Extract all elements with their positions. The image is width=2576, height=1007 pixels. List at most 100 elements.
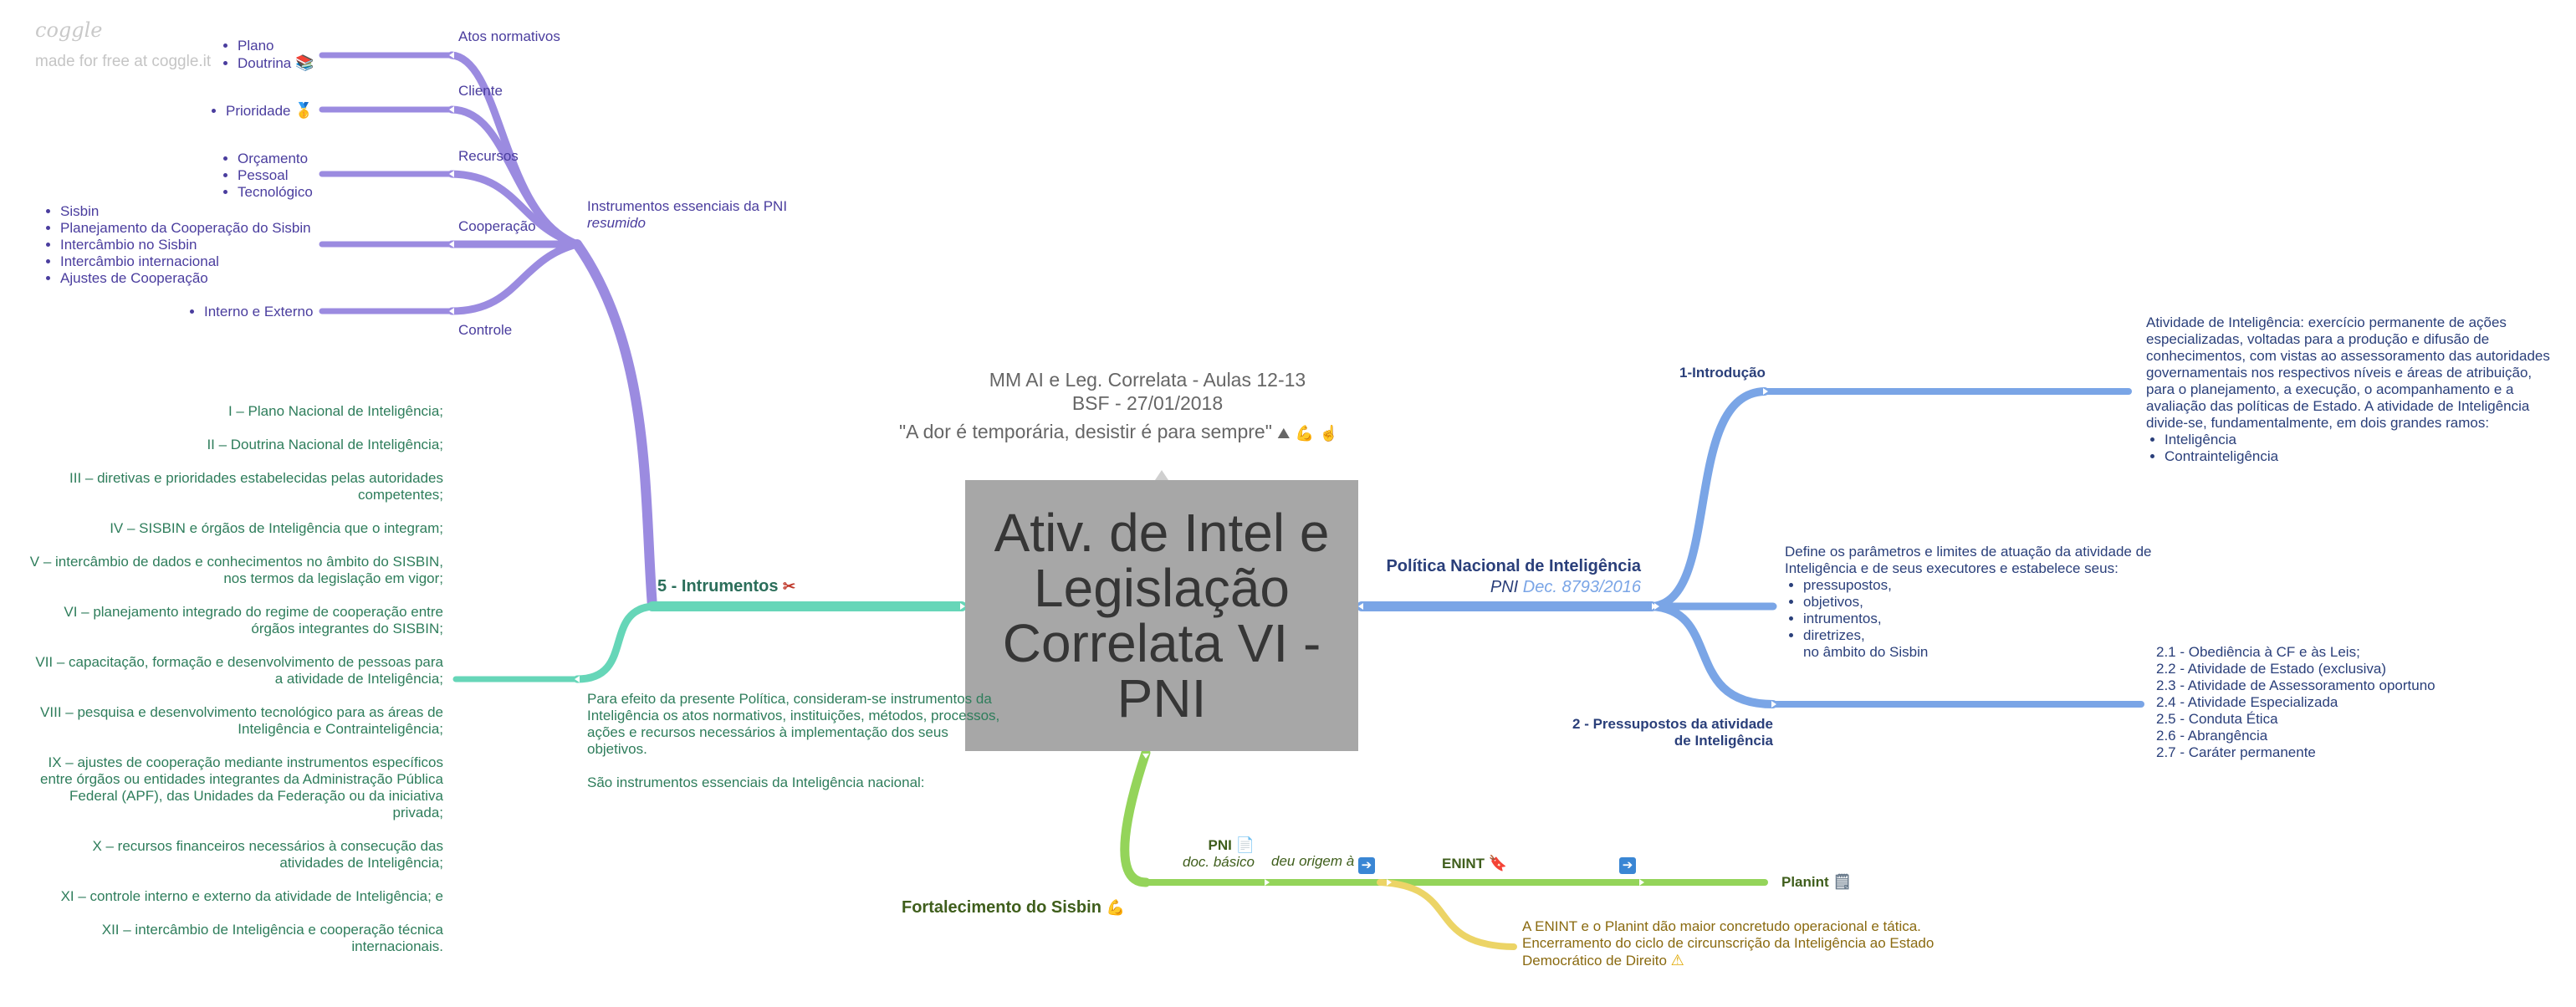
center-node-caret: [1155, 470, 1168, 480]
header-line1: MM AI e Leg. Correlata - Aulas 12-13: [989, 369, 1306, 391]
enint-label: ENINT: [1442, 856, 1485, 872]
list-item: Contrainteligência: [2165, 448, 2561, 465]
edge-pressupostos: [1648, 602, 1777, 708]
list-item: XII – intercâmbio de Inteligência e coop…: [101, 922, 443, 954]
list-item: IX – ajustes de cooperação mediante inst…: [40, 754, 443, 820]
list-item: 2.6 - Abrangência: [2156, 728, 2268, 744]
node-instrumentos-essenciais[interactable]: Instrumentos essenciais da PNI resumido: [587, 198, 787, 232]
list-item: 2.5 - Conduta Ética: [2156, 711, 2278, 727]
para-efeito-text: Para efeito da presente Política, consid…: [587, 691, 1000, 757]
list-item: II – Doutrina Nacional de Inteligência;: [207, 437, 443, 452]
list-item: 2.4 - Atividade Especializada: [2156, 694, 2338, 710]
edge-sisbin: [1120, 748, 1151, 887]
list-item: IV – SISBIN e órgãos de Inteligência que…: [110, 520, 443, 536]
node-para-efeito[interactable]: Para efeito da presente Política, consid…: [587, 691, 1005, 791]
list-item: diretrizes,: [1803, 627, 2186, 644]
list-item: 2.2 - Atividade de Estado (exclusiva): [2156, 661, 2386, 677]
define-text: Define os parâmetros e limites de atuaçã…: [1785, 544, 2152, 576]
pni-doc-label: PNI: [1208, 837, 1232, 853]
notepad-icon: 🗒: [1832, 873, 1853, 890]
list-cliente-items[interactable]: Prioridade 🥇: [207, 102, 314, 120]
list-item: Prioridade 🥇: [226, 102, 314, 120]
list-item: VI – planejamento integrado do regime de…: [64, 604, 443, 636]
node-intrumentos[interactable]: 5 - Intrumentos ✂: [657, 575, 795, 597]
muscle-icon: 💪: [1295, 425, 1315, 442]
node-planint[interactable]: Planint 🗒: [1781, 873, 1852, 891]
list-item: VIII – pesquisa e desenvolvimento tecnol…: [40, 704, 443, 737]
list-item: intrumentos,: [1803, 611, 2186, 627]
header-quote-row: "A dor é temporária, desistir é para sem…: [899, 420, 1338, 445]
list-item: Plano: [238, 38, 314, 54]
list-pressupostos[interactable]: 2.1 - Obediência à CF e às Leis; 2.2 - A…: [2156, 644, 2435, 761]
scissors-icon: ✂: [783, 578, 796, 595]
list-item: Planejamento da Cooperação do Sisbin: [60, 220, 311, 237]
central-topic-title: Ativ. de Intel e Legislação Correlata VI…: [994, 503, 1330, 728]
list-item: 2.1 - Obediência à CF e às Leis;: [2156, 644, 2360, 660]
node-pni-doc[interactable]: PNI 📄 doc. básico: [1171, 836, 1255, 871]
pni-sub-pni: PNI: [1490, 578, 1519, 596]
medal-icon: 🥇: [294, 102, 314, 119]
list-item: XI – controle interno e externo da ativi…: [60, 888, 443, 904]
node-controle[interactable]: Controle: [458, 322, 513, 338]
list-atos-items[interactable]: Plano Doutrina 📚: [219, 38, 314, 72]
list-instrumentos-essenciais[interactable]: I – Plano Nacional de Inteligência; II –…: [25, 403, 443, 955]
pni-title: Política Nacional de Inteligência: [1386, 557, 1641, 575]
list-item: Pessoal: [238, 167, 313, 184]
node-pressupostos[interactable]: 2 - Pressupostos da atividade de Intelig…: [1572, 716, 1773, 749]
list-item: Ajustes de Cooperação: [60, 270, 311, 287]
list-item: Tecnológico: [238, 184, 313, 201]
node-arrow-link[interactable]: ➔: [1619, 853, 1636, 874]
list-item: objetivos,: [1803, 594, 2186, 611]
instrumentos-essenciais-sub: resumido: [587, 215, 646, 231]
node-cliente[interactable]: Cliente: [458, 83, 503, 99]
list-item: I – Plano Nacional de Inteligência;: [227, 403, 443, 419]
edge-recursos: [447, 170, 581, 248]
document-icon: 📄: [1235, 836, 1255, 853]
bookmark-icon: 🔖: [1488, 855, 1508, 872]
coggle-tagline[interactable]: made for free at coggle.it: [35, 53, 212, 70]
list-controle-items[interactable]: Interno e Externo: [186, 304, 313, 320]
node-cooperacao[interactable]: Cooperação: [458, 218, 536, 234]
node-enint-text[interactable]: A ENINT e o Planint dão maior concretudo…: [1522, 918, 1940, 969]
coggle-logo[interactable]: coggle: [35, 18, 103, 42]
hand-icon: ☝: [1319, 425, 1339, 442]
node-deu-origem[interactable]: deu origem à ➔: [1271, 853, 1375, 874]
list-item: pressupostos,: [1803, 577, 2186, 594]
list-item: III – diretivas e prioridades estabeleci…: [69, 470, 443, 503]
define-tail: no âmbito do Sisbin: [1803, 644, 1929, 660]
node-introducao[interactable]: 1-Introdução: [1679, 365, 1766, 381]
enint-text: A ENINT e o Planint dão maior concretudo…: [1522, 918, 1935, 969]
pni-sub-dec: Dec. 8793/2016: [1522, 578, 1641, 596]
list-item: Orçamento: [238, 151, 313, 167]
list-item: Intercâmbio internacional: [60, 253, 311, 270]
node-pni[interactable]: Política Nacional de Inteligência PNI De…: [1330, 555, 1641, 597]
intro-text: Atividade de Inteligência: exercício per…: [2146, 314, 2550, 431]
deu-origem-label: deu origem à: [1271, 853, 1355, 869]
books-icon: 📚: [295, 54, 314, 71]
list-item: Interno e Externo: [204, 304, 313, 320]
node-intro-text[interactable]: Atividade de Inteligência: exercício per…: [2146, 314, 2561, 465]
list-item: Sisbin: [60, 203, 311, 220]
doc-basico-label: doc. básico: [1183, 854, 1255, 870]
edge-instrumentos-essenciais: [572, 239, 657, 611]
list-recursos-items[interactable]: Orçamento Pessoal Tecnológico: [219, 151, 313, 201]
central-topic[interactable]: Ativ. de Intel e Legislação Correlata VI…: [965, 480, 1358, 751]
list-cooperacao-items[interactable]: Sisbin Planejamento da Cooperação do Sis…: [42, 203, 311, 287]
node-atos-normativos[interactable]: Atos normativos: [458, 28, 560, 44]
header-quote: "A dor é temporária, desistir é para sem…: [899, 421, 1272, 442]
edge-introducao: [1648, 387, 1769, 611]
mountain-icon: ⛰: [1277, 425, 1291, 442]
sao-instrumentos-text: São instrumentos essenciais da Inteligên…: [587, 774, 925, 790]
node-fortalecimento-sisbin[interactable]: Fortalecimento do Sisbin 💪: [902, 897, 1125, 918]
node-enint[interactable]: ENINT 🔖: [1442, 855, 1507, 872]
header-line2: BSF - 27/01/2018: [1071, 392, 1224, 414]
node-define[interactable]: Define os parâmetros e limites de atuaçã…: [1785, 544, 2186, 661]
list-item: 2.7 - Caráter permanente: [2156, 744, 2316, 760]
arrow-right-icon: ➔: [1357, 857, 1375, 874]
list-item: V – intercâmbio de dados e conhecimentos…: [29, 554, 443, 586]
planint-label: Planint: [1781, 874, 1829, 890]
list-item: Intercâmbio no Sisbin: [60, 237, 311, 253]
node-recursos[interactable]: Recursos: [458, 148, 519, 164]
sisbin-title: Fortalecimento do Sisbin: [902, 898, 1101, 917]
